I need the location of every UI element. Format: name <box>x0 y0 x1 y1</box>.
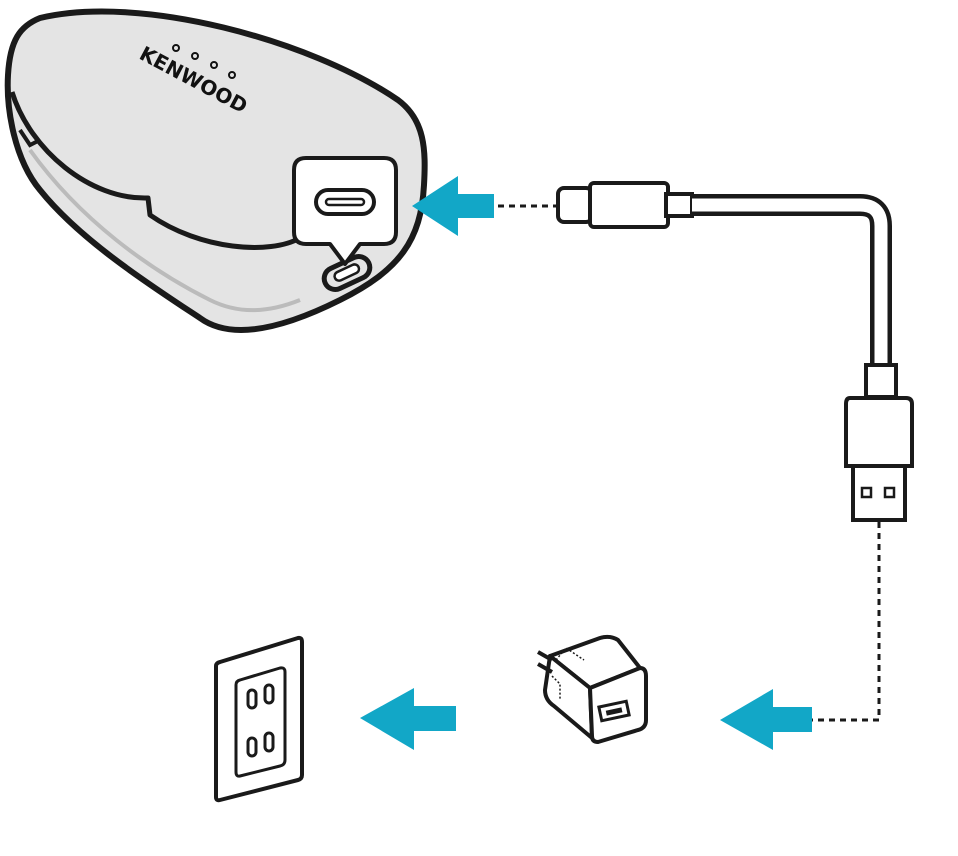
arrow-left-icon <box>412 176 494 236</box>
arrow-left-icon <box>720 689 812 750</box>
usb-cable <box>556 181 914 522</box>
port-callout <box>292 156 398 266</box>
arrow-left-icon <box>360 688 456 750</box>
usb-c-port-icon <box>314 188 376 216</box>
usb-c-plug-icon <box>556 181 694 229</box>
wall-outlet-icon <box>214 635 304 803</box>
usb-a-plug-icon <box>844 363 914 522</box>
charging-case: KENWOOD <box>4 8 428 333</box>
ac-adapter-icon <box>537 634 648 744</box>
led-indicators <box>172 44 236 79</box>
